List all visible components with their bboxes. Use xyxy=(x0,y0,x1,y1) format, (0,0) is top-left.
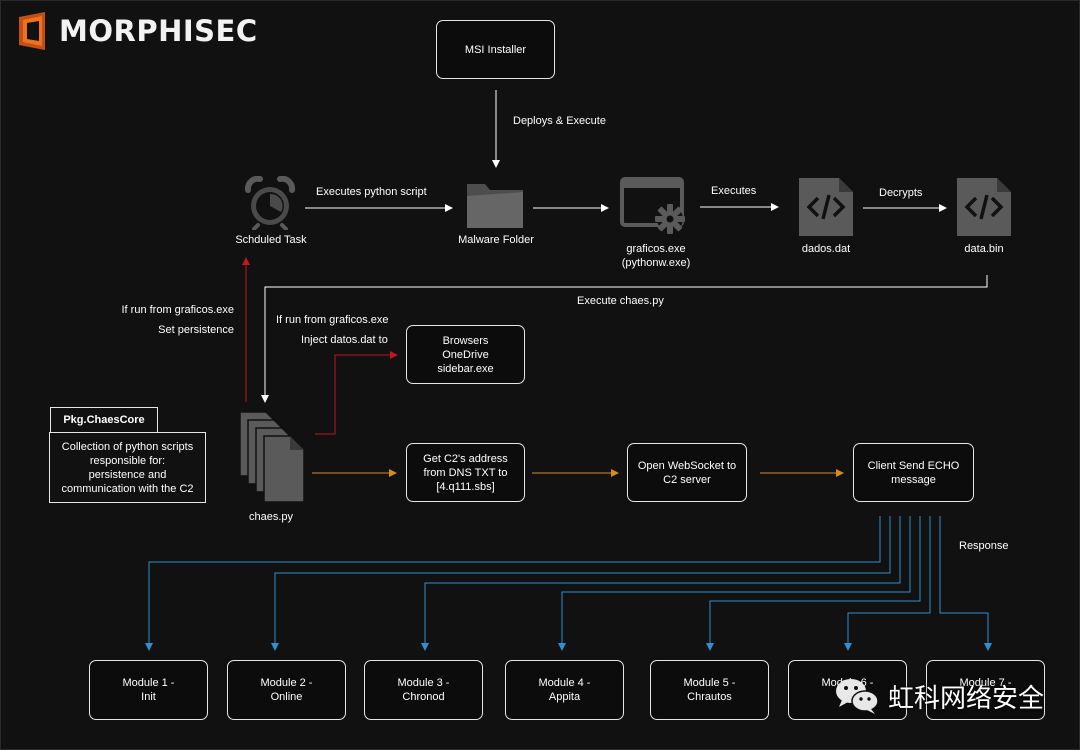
label-graficos: graficos.exe (pythonw.exe) xyxy=(621,243,691,269)
node-open-websocket: Open WebSocket to C2 server xyxy=(627,443,747,502)
label-executes-python: Executes python script xyxy=(316,186,427,198)
edge-databin-to-chaes xyxy=(261,275,988,403)
node-browsers: Browsers OneDrive sidebar.exe xyxy=(406,325,525,384)
node-module-4: Module 4 - Appita xyxy=(505,660,624,720)
node-client-echo: Client Send ECHO message xyxy=(853,443,974,502)
edge-echo-to-module4 xyxy=(558,516,911,651)
label-if-run-mid: If run from graficos.exe xyxy=(276,314,389,326)
label-response: Response xyxy=(959,540,1009,552)
code-file-icon xyxy=(957,178,1011,236)
label-inject: Inject datos.dat to xyxy=(301,334,388,346)
morphisec-logo-icon xyxy=(19,12,45,50)
edge-echo-to-module7 xyxy=(939,516,992,651)
morphisec-logo: MORPHISEC xyxy=(15,11,258,51)
label-executes: Executes xyxy=(711,185,757,197)
node-get-c2: Get C2's address from DNS TXT to [4.q111… xyxy=(406,443,525,502)
documents-stack-icon xyxy=(239,411,305,503)
code-file-icon xyxy=(799,178,853,236)
node-module-1: Module 1 - Init xyxy=(89,660,208,720)
watermark-text: 虹科网络安全 xyxy=(888,683,1045,714)
label-data-bin: data.bin xyxy=(964,243,1004,255)
node-module-7: Module 7 - xyxy=(926,660,1045,720)
label-scheduled-task: Schduled Task xyxy=(235,234,307,246)
label-malware-folder: Malware Folder xyxy=(458,234,534,246)
wechat-icon xyxy=(836,679,879,714)
app-window-gear-icon xyxy=(620,177,685,234)
edge-echo-to-module5 xyxy=(706,516,921,651)
edge-echo-to-module2 xyxy=(271,516,891,651)
label-if-run-left: If run from graficos.exe xyxy=(121,304,235,316)
edge-echo-to-module6 xyxy=(844,516,931,651)
edge-echo-to-module3 xyxy=(421,516,901,651)
package-description: Collection of python scripts responsible… xyxy=(49,432,206,503)
label-decrypts: Decrypts xyxy=(879,187,923,199)
package-title: Pkg.ChaesCore xyxy=(50,407,158,433)
label-chaes-py: chaes.py xyxy=(248,511,294,523)
node-module-5: Module 5 - Chrautos xyxy=(650,660,769,720)
label-execute-chaes: Execute chaes.py xyxy=(577,295,664,307)
alarm-clock-icon xyxy=(244,176,296,230)
watermark: 虹科网络安全 xyxy=(834,676,1044,716)
brand-name: MORPHISEC xyxy=(59,14,258,48)
folder-icon xyxy=(467,184,523,228)
label-set-persistence: Set persistence xyxy=(158,324,234,336)
node-module-2: Module 2 - Online xyxy=(227,660,346,720)
edge-echo-to-module1 xyxy=(145,516,881,651)
label-dados: dados.dat xyxy=(801,243,851,255)
edge-chaes-to-browsers xyxy=(315,351,398,435)
node-module-3: Module 3 - Chronod xyxy=(364,660,483,720)
label-deploys-execute: Deploys & Execute xyxy=(513,115,606,127)
node-msi-installer: MSI Installer xyxy=(436,20,555,79)
